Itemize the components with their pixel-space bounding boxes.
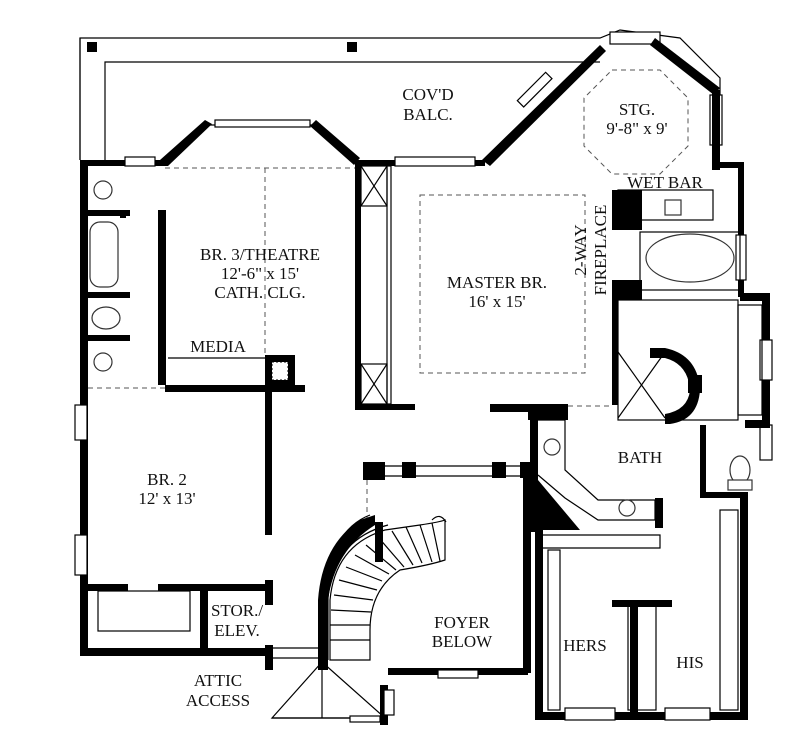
master-label-2: 16' x 15' [468,292,525,311]
media-label: MEDIA [190,337,246,356]
attic-label-2: ACCESS [186,691,250,710]
storage-label-2: 9'-8" x 9' [606,119,667,138]
storage-label-1: STG. [619,100,655,119]
foyer-stair [270,462,531,725]
master-bay-wall [482,31,723,170]
theatre-label-1: BR. 3/THEATRE [200,245,320,264]
hers-label: HERS [563,636,606,655]
master-label-1: MASTER BR. [447,273,547,292]
foyer-label-1: FOYER [434,613,490,632]
storage-octagon [583,69,689,175]
bay-window [160,119,360,166]
theatre-label-3: CATH. CLG. [214,283,305,302]
balcony-railing [79,29,721,160]
br2-label-2: 12' x 13' [138,489,195,508]
fireplace-label-1: 2-WAY [571,224,590,275]
fireplace-label-2: FIREPLACE [591,205,610,296]
foyer-label-2: BELOW [432,632,493,651]
his-label: HIS [676,653,703,672]
br2-label-1: BR. 2 [147,470,187,489]
master-closet-wall [355,160,586,410]
room-labels: COV'D BALC. STG. 9'-8" x 9' WET BAR 2-WA… [138,85,703,710]
br2-walls [80,580,318,670]
attic-label-1: ATTIC [194,671,242,690]
balcony-label-2: BALC. [403,105,453,124]
bath-br3 [80,180,166,389]
exterior-walls [74,156,773,721]
stair-treads [330,522,441,641]
fireplace-block [612,189,741,405]
theatre-walls [165,167,355,535]
master-bath [490,404,753,532]
closets [535,509,739,712]
theatre-label-2: 12'-6" x 15' [221,264,299,283]
wet-bar-label: WET BAR [627,173,703,192]
master-shower [617,299,763,424]
stor-elev-label-1: STOR./ [211,601,263,620]
stor-elev-label-2: ELEV. [214,621,260,640]
bath-label: BATH [618,448,662,467]
balcony-label-1: COV'D [402,85,453,104]
